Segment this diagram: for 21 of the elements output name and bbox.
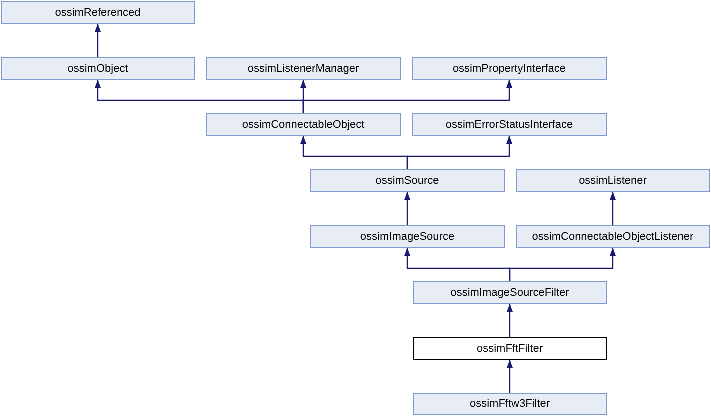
class-box: ossimImageSourceFilter [413,281,607,304]
inheritance-arrow [507,304,513,337]
class-box: ossimObject [1,57,195,80]
inheritance-arrow [610,192,616,225]
inheritance-arrow [507,360,513,393]
class-box: ossimPropertyInterface [412,57,607,80]
class-box: ossimSource [310,169,505,192]
class-box: ossimErrorStatusInterface [412,113,607,136]
class-box: ossimConnectableObjectListener [516,225,710,248]
class-box: ossimFftFilter [413,337,607,360]
inheritance-arrow [404,192,410,225]
inheritance-arrow [406,136,512,169]
class-box: ossimReferenced [1,1,195,24]
inheritance-arrow [302,80,512,113]
class-box: ossimListenerManager [206,57,401,80]
inheritance-arrow [509,248,616,281]
class-box: ossimConnectableObject [206,113,401,136]
class-box: ossimListener [516,169,710,192]
class-box: ossimFftw3Filter [413,393,607,415]
class-box: ossimImageSource [310,225,505,248]
inheritance-arrow [95,24,101,57]
